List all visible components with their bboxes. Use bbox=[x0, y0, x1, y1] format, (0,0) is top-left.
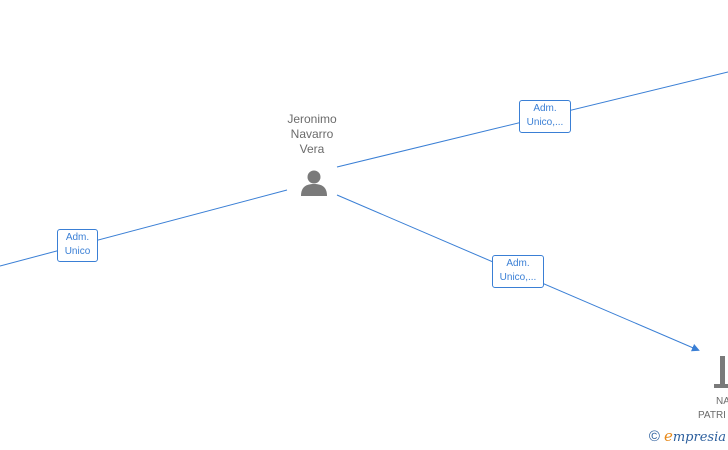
watermark: © empresia bbox=[648, 427, 726, 447]
company-label-line1[interactable]: NA bbox=[716, 396, 728, 407]
edge-label-top-right-line1: Adm. bbox=[533, 103, 557, 114]
person-icon[interactable] bbox=[300, 169, 328, 197]
brand-logo-first-letter: e bbox=[663, 427, 673, 445]
edge-label-left[interactable]: Adm. Unico bbox=[57, 229, 98, 262]
brand-logo-rest: mpresia bbox=[672, 430, 726, 445]
edge-label-bottom-right[interactable]: Adm. Unico,... bbox=[492, 255, 544, 288]
edge-label-bottom-right-line1: Adm. bbox=[506, 258, 530, 269]
company-label-line2[interactable]: PATRI bbox=[698, 410, 726, 421]
edge-line-left bbox=[0, 189, 288, 267]
copyright-icon: © bbox=[648, 428, 660, 445]
edge-label-top-right-line2: Unico,... bbox=[526, 117, 564, 128]
edge-label-top-right[interactable]: Adm. Unico,... bbox=[519, 100, 571, 133]
person-name[interactable]: Jeronimo Navarro Vera bbox=[287, 112, 337, 156]
edge-label-left-line2: Unico bbox=[64, 246, 91, 257]
brand-logo: empresia bbox=[664, 427, 726, 447]
edge-label-left-line1: Adm. bbox=[65, 232, 90, 243]
building-icon bbox=[714, 356, 728, 388]
edge-label-bottom-right-line2: Unico,... bbox=[499, 272, 537, 283]
